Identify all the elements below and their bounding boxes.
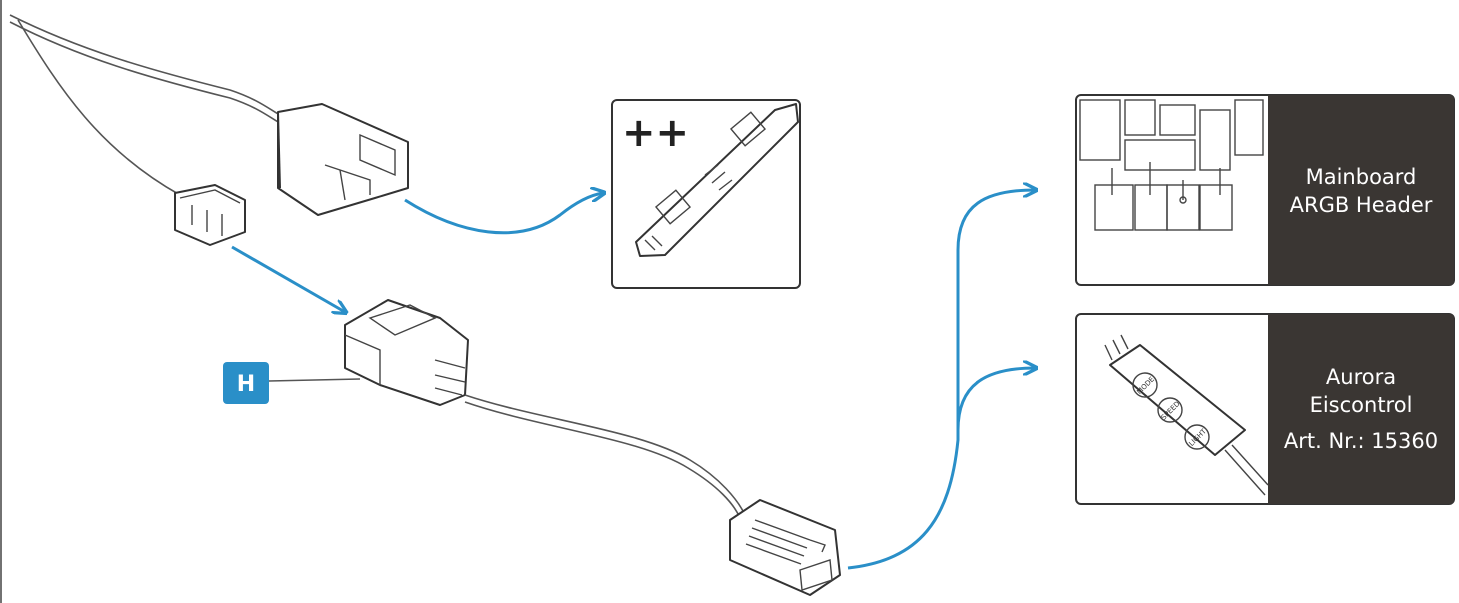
- target-mainboard-line-1: Mainboard: [1306, 165, 1417, 189]
- target-controller-line-3: Art. Nr.: 15360: [1284, 429, 1438, 453]
- mainboard-illustration: [1079, 99, 1264, 231]
- target-mainboard-line-2: ARGB Header: [1290, 193, 1433, 217]
- target-controller-line-1: Aurora: [1326, 365, 1396, 389]
- led-strip-marker: ++: [622, 110, 689, 156]
- adapter-connector-h: [344, 299, 746, 519]
- controller-illustration: MODE SPEED LIGHT: [1104, 334, 1269, 496]
- h-badge-label: H: [237, 372, 255, 397]
- target-controller-line-2: Eiscontrol: [1310, 393, 1413, 417]
- arrows: [231, 190, 1035, 570]
- target-controller: MODE SPEED LIGHT Aurora Eiscontrol Art. …: [1075, 313, 1455, 505]
- led-strip-panel: ++: [611, 99, 801, 289]
- large-connector: [277, 103, 409, 216]
- target-mainboard: Mainboard ARGB Header: [1075, 94, 1455, 286]
- h-badge: H: [223, 362, 361, 404]
- small-3pin-connector: [174, 184, 246, 246]
- argb-connector: [729, 499, 841, 596]
- input-wires: [9, 14, 286, 196]
